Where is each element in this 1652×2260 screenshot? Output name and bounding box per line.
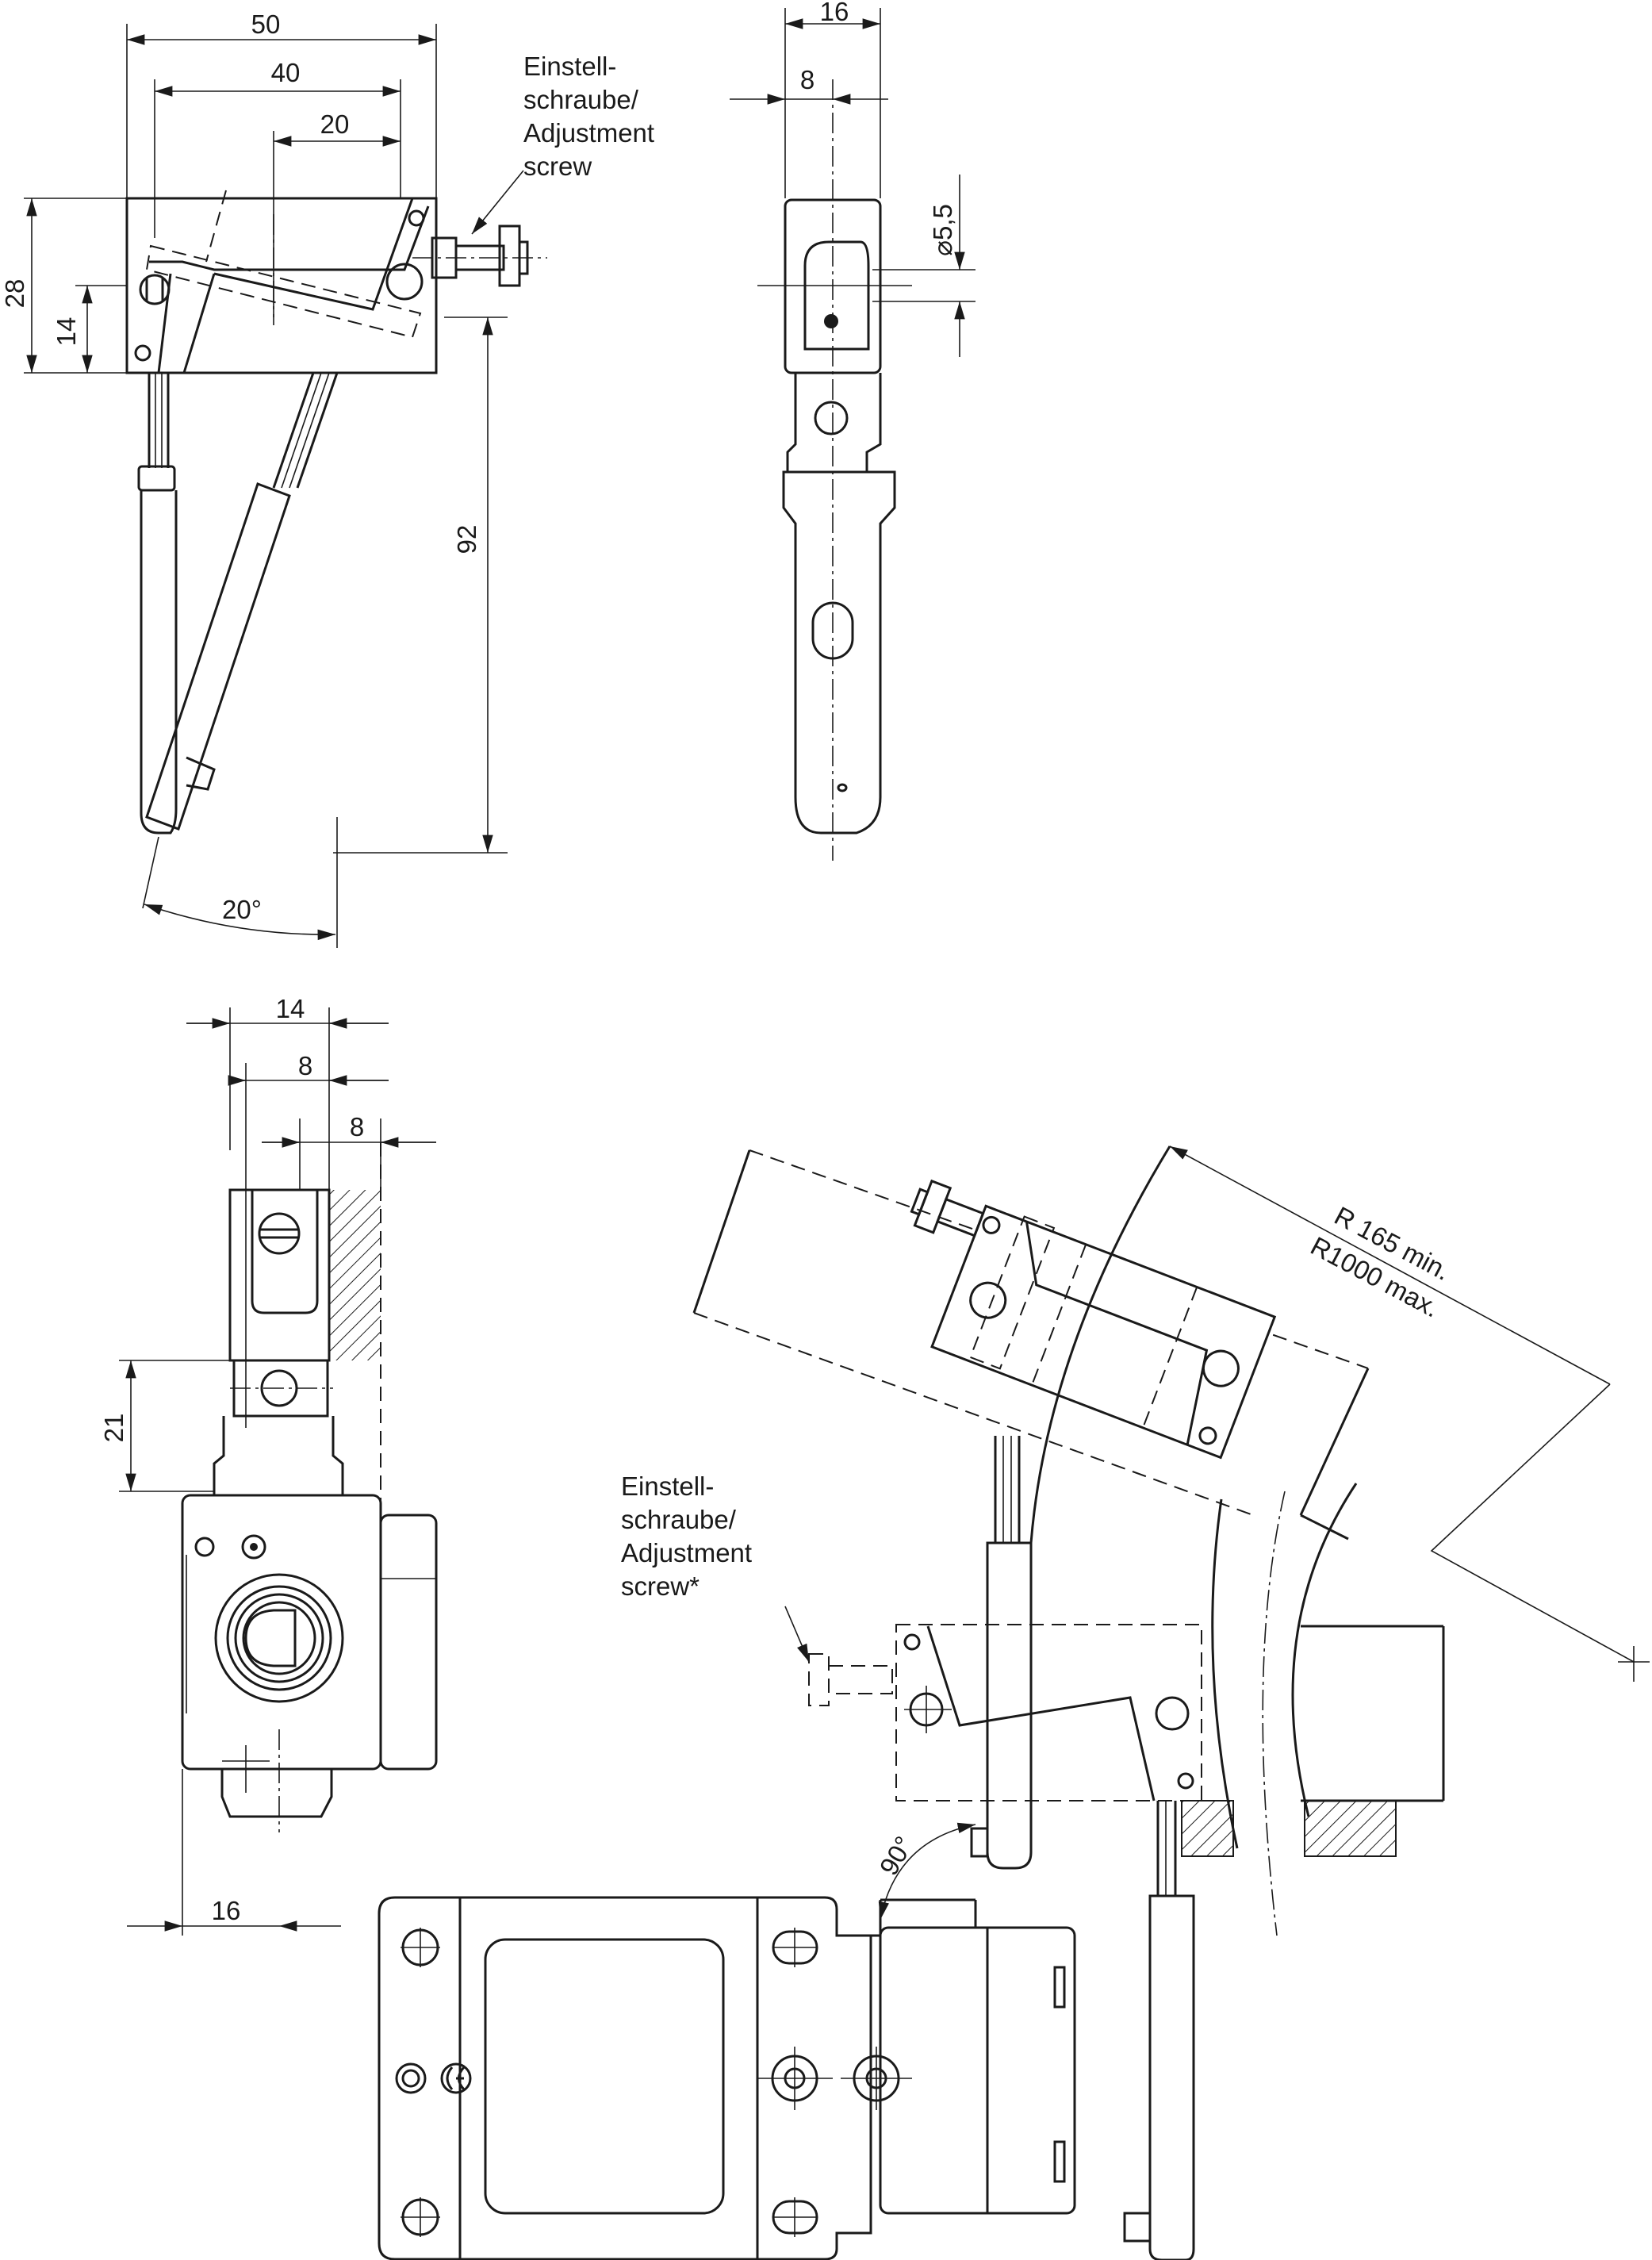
ce-mark-icon [440, 2062, 472, 2094]
view-side-lever: 50 40 20 28 14 Ein [0, 10, 654, 948]
dim-28: 28 [0, 279, 29, 309]
dim-14-b: 14 [276, 994, 305, 1023]
dim-16: 16 [820, 0, 849, 26]
dim-50: 50 [251, 10, 281, 39]
angle-90: 90° [874, 1831, 919, 1880]
dim-20: 20 [320, 109, 350, 139]
dim-8-a: 8 [298, 1051, 312, 1080]
dim-14: 14 [52, 317, 81, 347]
dim-8: 8 [800, 65, 815, 94]
view-switch-front: 14 8 8 21 [99, 994, 438, 1936]
view-front-actuator: 16 8 ⌀5,5 [730, 0, 975, 861]
adjustment-screw-star-label-3: Adjustment [621, 1538, 752, 1567]
dim-40: 40 [271, 58, 301, 87]
dim-8-b: 8 [350, 1112, 364, 1142]
dim-21: 21 [99, 1414, 128, 1443]
adjustment-screw-label-1: Einstell- [523, 52, 616, 81]
mounting-hole [772, 2197, 818, 2237]
adjustment-screw-star-label-2: schraube/ [621, 1505, 737, 1534]
dim-92: 92 [452, 525, 481, 554]
angle-20: 20° [222, 895, 262, 924]
hatch-mount-icon [1181, 1800, 1234, 1857]
adjustment-screw-label-4: screw [523, 152, 592, 181]
adjustment-screw-label-2: schraube/ [523, 85, 639, 114]
mounting-hole [401, 1928, 440, 1967]
adjustment-screw-star-label-4: screw* [621, 1571, 700, 1601]
mounting-hole [401, 2197, 440, 2237]
adjustment-screw-label-3: Adjustment [523, 118, 654, 148]
dim-16-b: 16 [212, 1896, 241, 1925]
view-installation: R 165 min. R1000 max. Einstell- schraube… [378, 1145, 1650, 2260]
mounting-hole [772, 1928, 818, 1967]
adjustment-screw-star-label-1: Einstell- [621, 1471, 714, 1501]
dim-dia-5-5: ⌀5,5 [928, 204, 957, 256]
